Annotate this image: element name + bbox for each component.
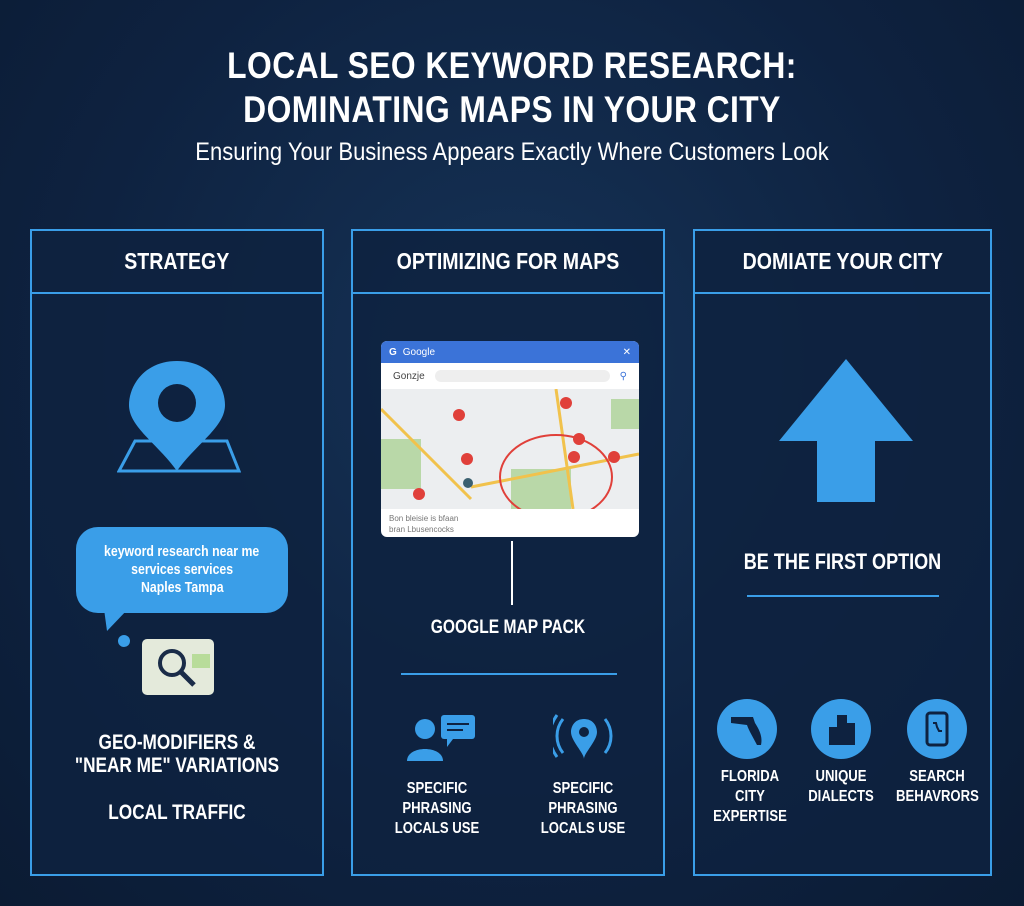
map-search-icon: [142, 639, 214, 695]
bubble-line: keyword research near me: [104, 543, 260, 560]
bubble-line: services services: [131, 561, 233, 578]
bubble-line: Naples Tampa: [140, 579, 224, 596]
map-view[interactable]: [381, 389, 639, 509]
up-arrow-icon: [779, 359, 913, 502]
be-first-label: BE THE FIRST OPTION: [743, 549, 942, 574]
local-traffic-label: LOCAL TRAFFIC: [108, 801, 246, 824]
panel-strategy: STRATEGY keyword research near me servic…: [30, 229, 324, 876]
connector-line: [511, 541, 513, 605]
geo-modifiers-label: GEO-MODIFIERS &"NEAR ME" VARIATIONS: [74, 731, 280, 777]
phone-icon: [907, 699, 967, 759]
google-logo: Gonzje: [393, 370, 425, 382]
panel-title: DOMIATE YOUR CITY: [742, 248, 943, 274]
close-icon[interactable]: ✕: [622, 346, 631, 358]
title-line-1: LOCAL SEO KEYWORD RESEARCH:: [227, 45, 797, 86]
map-pack-label: GOOGLE MAP PACK: [430, 617, 586, 638]
panel-title: STRATEGY: [124, 248, 230, 274]
search-icon[interactable]: ⚲: [619, 370, 627, 382]
panel-header: STRATEGY: [32, 231, 322, 294]
bubble-tail: [104, 609, 130, 647]
search-bubble: keyword research near me services servic…: [76, 527, 288, 613]
buildings-icon: [811, 699, 871, 759]
search-bar: Gonzje ⚲: [381, 363, 639, 389]
panel-header: DOMIATE YOUR CITY: [695, 231, 990, 294]
panel-dominate: DOMIATE YOUR CITY BE THE FIRST OPTION FL…: [693, 229, 992, 876]
location-signal-icon: [553, 714, 613, 759]
user-chat-icon: [407, 715, 475, 761]
florida-icon: [717, 699, 777, 759]
subtitle: Ensuring Your Business Appears Exactly W…: [195, 138, 829, 166]
map-pin-icon: [117, 361, 241, 473]
panel-header: OPTIMIZING FOR MAPS: [353, 231, 663, 294]
title-line-2: DOMINATING MAPS IN YOUR CITY: [243, 89, 781, 130]
window-title: Google: [402, 346, 436, 358]
search-input[interactable]: [434, 370, 610, 382]
divider: [401, 673, 617, 675]
divider: [747, 595, 939, 597]
panel-title: OPTIMIZING FOR MAPS: [396, 248, 620, 274]
